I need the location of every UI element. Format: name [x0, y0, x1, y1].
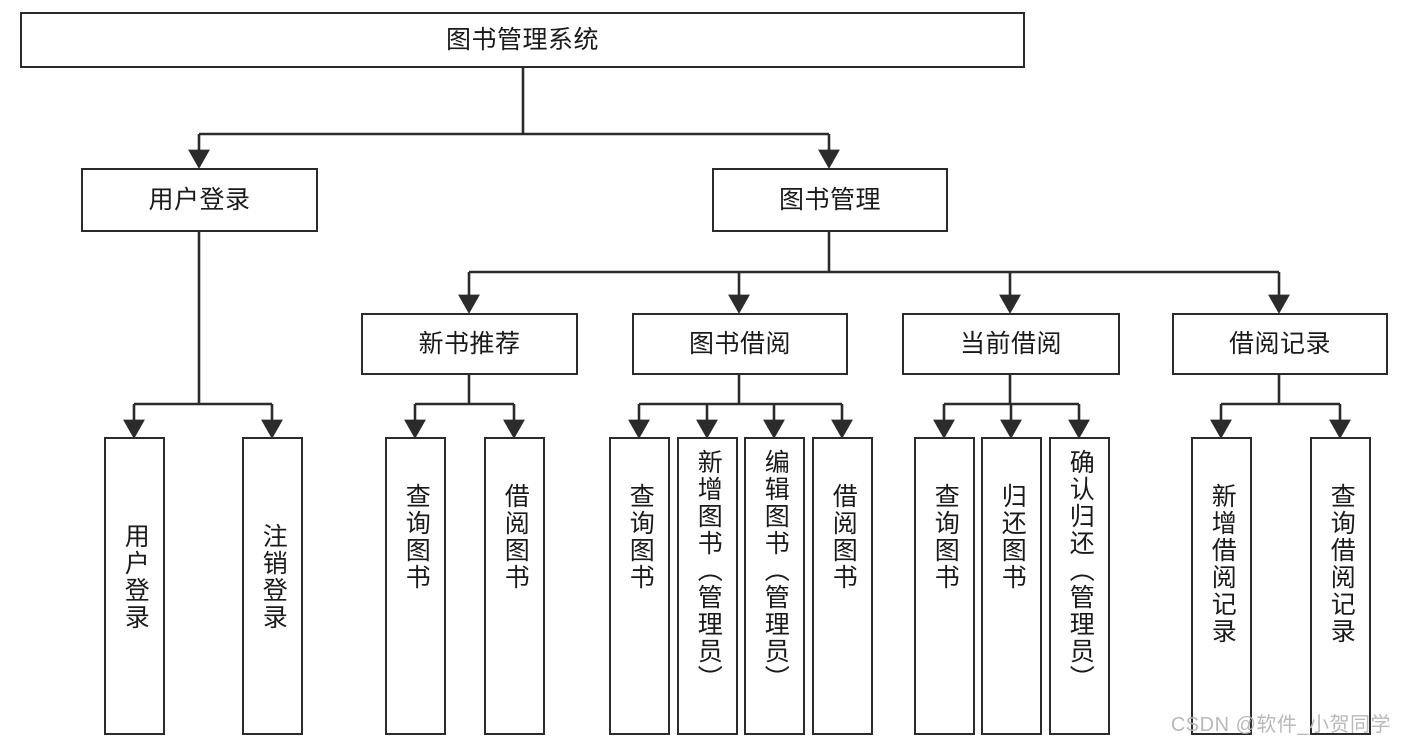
node-label: 图书管理 [778, 186, 881, 214]
node-label: 图书管理系统 [445, 26, 599, 54]
node-leaf-borrow-book-recommend[interactable]: 借阅图书 [484, 437, 545, 735]
node-label: 借阅图书 [829, 483, 858, 591]
csdn-watermark: CSDN @软件_小贺同学 [1170, 714, 1391, 736]
node-label: 查询图书 [931, 483, 960, 591]
node-label: 确认归还（管理员） [1066, 449, 1095, 692]
node-leaf-add-borrow-record[interactable]: 新增借阅记录 [1191, 437, 1252, 735]
node-root-book-management-system[interactable]: 图书管理系统 [20, 12, 1025, 68]
node-label: 新增借阅记录 [1208, 483, 1237, 645]
node-leaf-user-login[interactable]: 用户登录 [104, 437, 165, 735]
node-leaf-query-book-current[interactable]: 查询图书 [914, 437, 975, 735]
node-book-management[interactable]: 图书管理 [712, 168, 948, 232]
node-label: 图书借阅 [688, 330, 791, 358]
node-label: 借阅记录 [1228, 330, 1331, 358]
node-label: 用户登录 [121, 523, 150, 631]
node-current-borrow[interactable]: 当前借阅 [902, 313, 1120, 375]
node-leaf-edit-book-admin[interactable]: 编辑图书（管理员） [744, 437, 805, 735]
node-leaf-add-book-admin[interactable]: 新增图书（管理员） [677, 437, 738, 735]
node-label: 查询图书 [626, 483, 655, 591]
node-leaf-query-borrow-record[interactable]: 查询借阅记录 [1310, 437, 1371, 735]
node-leaf-user-logout[interactable]: 注销登录 [242, 437, 303, 735]
node-book-borrow[interactable]: 图书借阅 [632, 313, 848, 375]
node-label: 归还图书 [998, 483, 1027, 591]
node-label: 查询图书 [402, 483, 431, 591]
node-label: 编辑图书（管理员） [761, 449, 790, 692]
node-label: 借阅图书 [501, 483, 530, 591]
node-leaf-query-book-recommend[interactable]: 查询图书 [385, 437, 446, 735]
node-label: 新增图书（管理员） [694, 449, 723, 692]
node-label: 用户登录 [148, 186, 251, 214]
node-borrow-record[interactable]: 借阅记录 [1172, 313, 1388, 375]
node-label: 查询借阅记录 [1327, 483, 1356, 645]
node-label: 当前借阅 [959, 330, 1062, 358]
node-leaf-query-book-borrow[interactable]: 查询图书 [609, 437, 670, 735]
node-leaf-return-book[interactable]: 归还图书 [981, 437, 1042, 735]
node-new-book-recommend[interactable]: 新书推荐 [361, 313, 578, 375]
node-leaf-confirm-return-admin[interactable]: 确认归还（管理员） [1049, 437, 1110, 735]
node-leaf-borrow-book-borrow[interactable]: 借阅图书 [812, 437, 873, 735]
node-user-login[interactable]: 用户登录 [81, 168, 318, 232]
node-label: 注销登录 [259, 523, 288, 631]
node-label: 新书推荐 [418, 330, 521, 358]
